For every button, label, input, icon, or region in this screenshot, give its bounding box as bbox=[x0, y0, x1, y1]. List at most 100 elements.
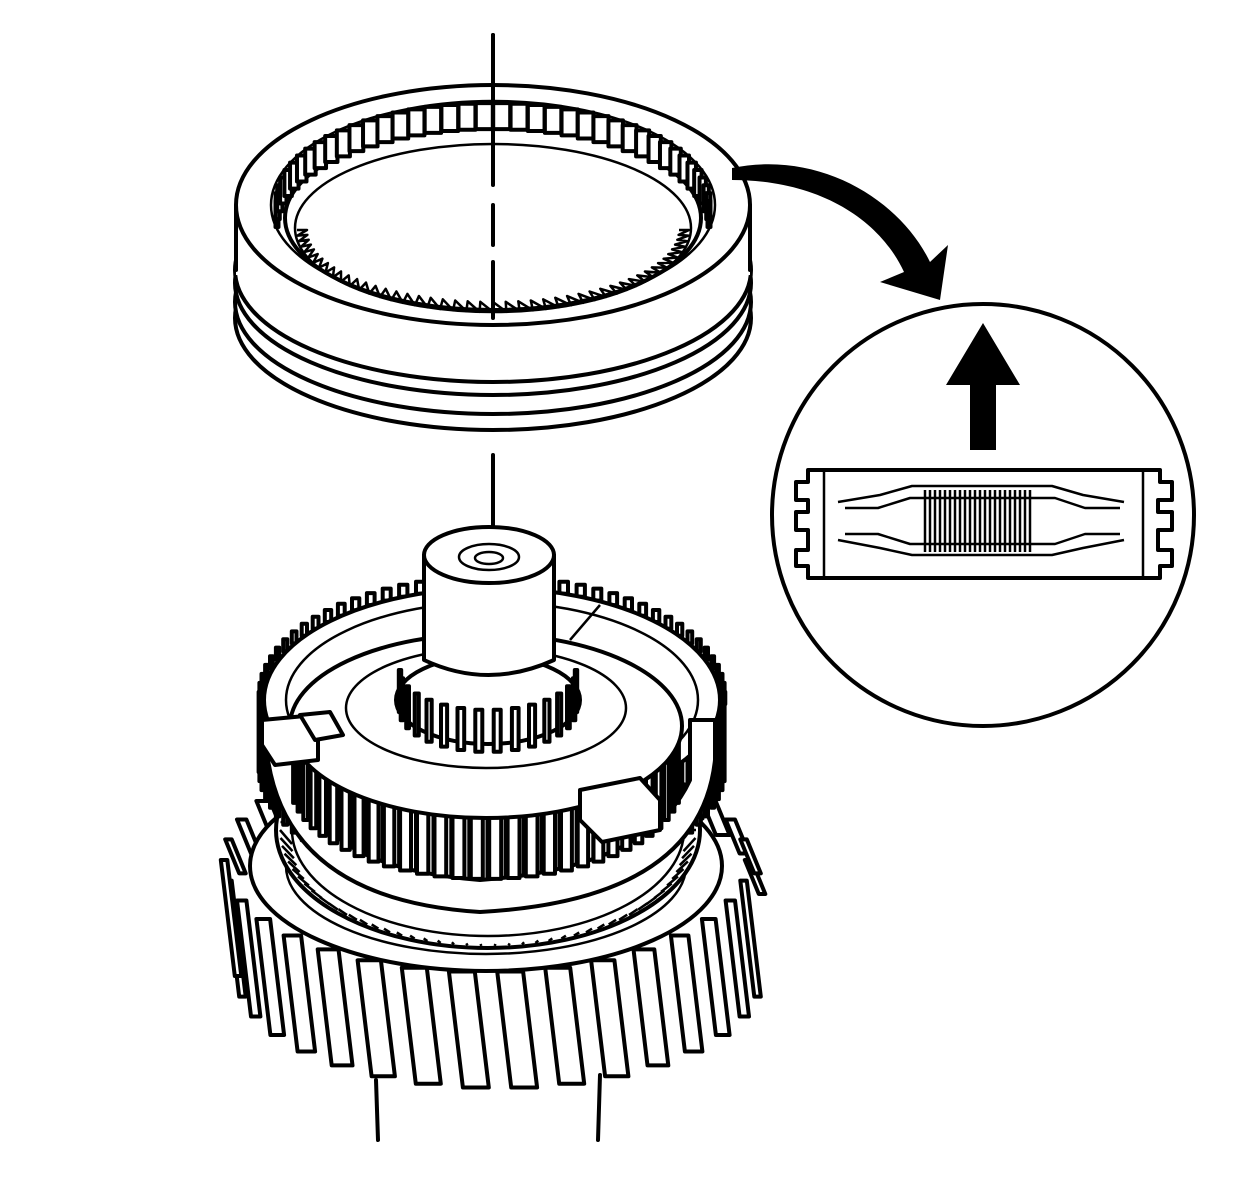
clutch-tooth bbox=[465, 942, 469, 947]
clutch-tooth bbox=[348, 913, 358, 921]
clutch-tooth bbox=[671, 868, 685, 880]
spline-slot bbox=[390, 110, 411, 141]
spur-tooth bbox=[259, 671, 267, 688]
spline-slot bbox=[473, 101, 495, 132]
clutch-tooth bbox=[681, 845, 695, 860]
spline-slot bbox=[575, 110, 596, 141]
shaft-spline bbox=[491, 707, 503, 754]
clutch-tooth bbox=[409, 934, 416, 940]
spline-slot bbox=[559, 107, 580, 138]
hub-spline bbox=[468, 812, 485, 881]
hub-spline bbox=[398, 804, 414, 873]
spline-slot bbox=[406, 107, 427, 138]
shaft-spline bbox=[412, 691, 421, 738]
strut-key-right bbox=[578, 776, 662, 844]
helical-tooth bbox=[495, 969, 540, 1090]
helical-tooth bbox=[589, 958, 631, 1079]
spline-slot bbox=[361, 118, 380, 149]
clutch-tooth bbox=[396, 931, 403, 937]
shaft-spline bbox=[542, 697, 552, 744]
hub-spline bbox=[352, 790, 366, 859]
clutch-tooth bbox=[359, 918, 368, 926]
clutch-tooth bbox=[371, 923, 380, 930]
clutch-tooth bbox=[507, 942, 511, 947]
clutch-tooth bbox=[287, 860, 301, 874]
shaft-spline bbox=[570, 676, 578, 723]
spline-slot bbox=[591, 114, 611, 145]
helical-tooth bbox=[738, 878, 763, 999]
shaft-spline bbox=[455, 706, 467, 752]
helical-tooth bbox=[699, 917, 732, 1037]
hub-spline bbox=[559, 804, 574, 873]
clutch-tooth bbox=[547, 937, 554, 943]
hub-spline bbox=[381, 800, 397, 869]
clutch-tooth bbox=[573, 931, 580, 937]
shaft-spline bbox=[473, 707, 485, 754]
hub-spline bbox=[327, 777, 340, 846]
clutch-tooth bbox=[534, 939, 540, 944]
shaft-spline bbox=[555, 691, 564, 738]
shaft-spline bbox=[527, 702, 538, 749]
helical-tooth bbox=[723, 898, 751, 1019]
clutch-tooth bbox=[383, 927, 391, 934]
helical-tooth bbox=[399, 965, 443, 1086]
clutch-tooth bbox=[675, 860, 689, 874]
clutch-tooth bbox=[422, 937, 429, 943]
helical-tooth bbox=[235, 898, 263, 1019]
hub-spline bbox=[415, 807, 431, 876]
clutch-tooth bbox=[560, 934, 567, 940]
shaft-spline bbox=[396, 668, 404, 714]
clutch-tooth bbox=[291, 868, 305, 880]
spur-tooth bbox=[719, 680, 727, 697]
clutch-tooth bbox=[436, 939, 442, 944]
spline-slot bbox=[525, 102, 547, 133]
clutch-tooth bbox=[279, 829, 293, 845]
sleeve-cross-section bbox=[794, 468, 1174, 580]
clutch-tooth bbox=[596, 923, 605, 930]
clutch-tooth bbox=[628, 908, 639, 916]
clutch-tooth bbox=[283, 852, 298, 867]
shaft-splines bbox=[396, 668, 580, 754]
spline-slot bbox=[508, 101, 530, 132]
helical-tooth bbox=[543, 965, 587, 1086]
hub-spline bbox=[523, 810, 540, 879]
helical-tooth bbox=[355, 958, 397, 1079]
clutch-tooth bbox=[521, 941, 526, 946]
spur-tooth bbox=[263, 662, 270, 679]
clutch-tooth bbox=[450, 941, 455, 946]
spline-slot bbox=[456, 101, 478, 132]
clutch-tooth bbox=[645, 895, 658, 906]
clutch-tooth bbox=[337, 908, 348, 916]
hub-spline bbox=[505, 812, 522, 880]
clutch-tooth bbox=[637, 902, 649, 911]
helical-tooth bbox=[218, 858, 244, 978]
shaft-spline bbox=[565, 684, 572, 731]
helical-tooth bbox=[315, 947, 355, 1068]
shaft-spline bbox=[439, 702, 450, 749]
hub-spline bbox=[432, 810, 449, 879]
up-arrow-icon bbox=[946, 323, 1020, 450]
cross-section-spline-lines bbox=[923, 490, 1032, 552]
sleeve-internal-splines bbox=[273, 101, 713, 229]
clutch-tooth bbox=[297, 875, 310, 887]
clutch-tooth bbox=[327, 902, 339, 911]
spline-slot bbox=[439, 102, 461, 133]
clutch-tooth bbox=[585, 927, 593, 934]
clutch-tooth bbox=[608, 918, 617, 926]
helical-tooth bbox=[254, 917, 287, 1037]
helical-tooth bbox=[446, 969, 491, 1090]
helical-tooth bbox=[223, 837, 248, 876]
hub-spline bbox=[487, 812, 504, 881]
shaft-spline bbox=[424, 697, 434, 744]
spline-slot bbox=[422, 104, 444, 135]
spline-slot bbox=[542, 104, 564, 135]
shaft-spline bbox=[404, 684, 412, 731]
synchronizer-sleeve bbox=[233, 33, 753, 432]
clutch-tooth bbox=[618, 913, 628, 921]
shaft-spline bbox=[509, 706, 521, 752]
clutch-tooth bbox=[666, 875, 679, 887]
helical-tooth bbox=[668, 933, 705, 1054]
clutch-tooth bbox=[303, 882, 316, 893]
